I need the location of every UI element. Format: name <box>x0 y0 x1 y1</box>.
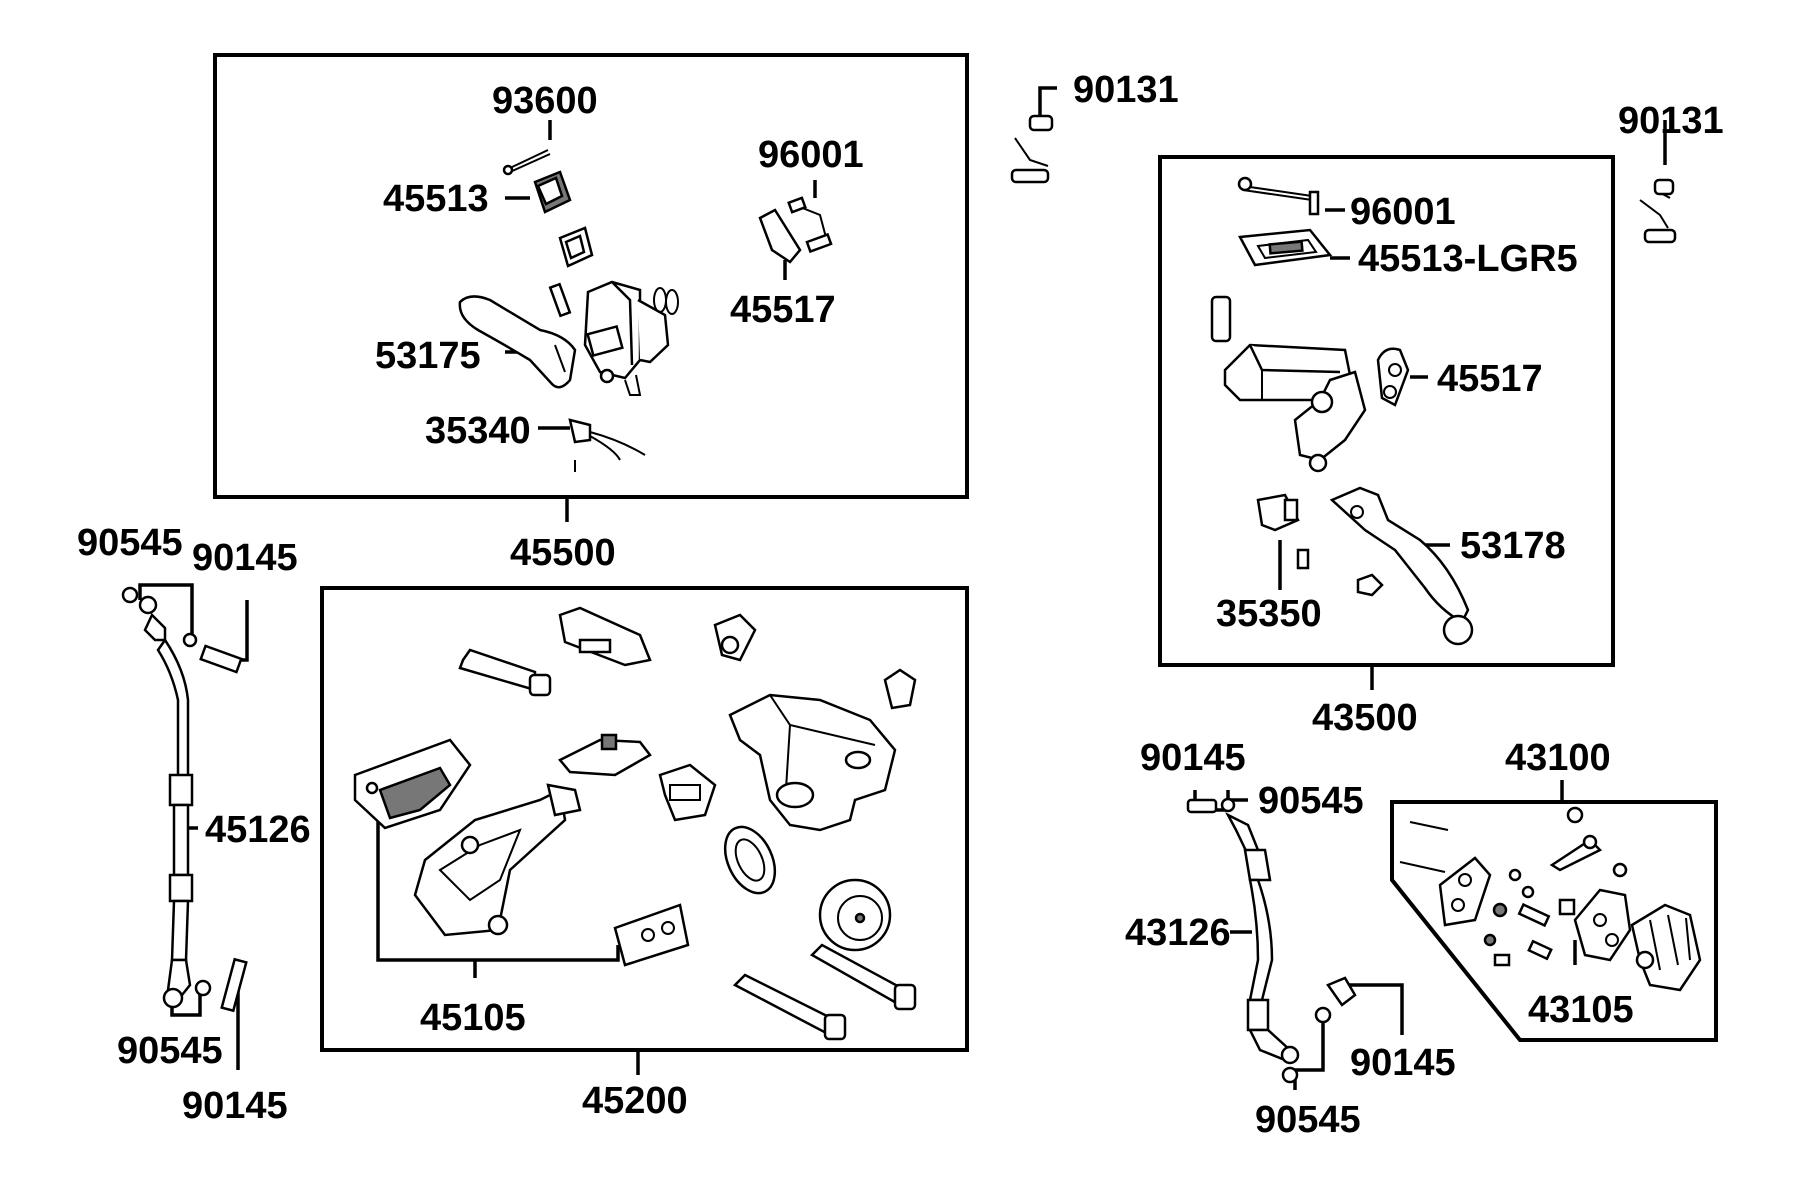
lever-53175-part <box>458 295 577 389</box>
label-43500[interactable]: 43500 <box>1312 697 1418 739</box>
slide-pins-part <box>732 943 917 1041</box>
group-90131-b: 90131 <box>1618 100 1724 244</box>
label-45513[interactable]: 45513 <box>383 178 489 220</box>
box-43500 <box>1158 155 1615 667</box>
label-45105[interactable]: 45105 <box>420 997 526 1039</box>
group-45500: 45500 93600 45513 96001 45517 <box>213 53 969 574</box>
clamp-45517-part <box>758 196 833 264</box>
screw-96001-b-part <box>1237 176 1320 216</box>
brake-pad-45105-a-part <box>353 738 472 830</box>
box-43100 <box>1390 800 1718 1042</box>
label-90131-b[interactable]: 90131 <box>1618 100 1724 142</box>
label-96001-b[interactable]: 96001 <box>1350 191 1456 233</box>
lever-53178-part <box>1329 486 1474 646</box>
label-90545-d[interactable]: 90545 <box>1255 1099 1361 1141</box>
box-45500 <box>213 53 969 499</box>
clamp-45517-b-part <box>1376 347 1410 407</box>
label-93600[interactable]: 93600 <box>492 80 598 122</box>
group-90131-a: 90131 <box>1010 69 1179 184</box>
hose-43126-part <box>1186 797 1357 1084</box>
label-90145-d[interactable]: 90145 <box>1350 1042 1456 1084</box>
group-43100: 43100 43105 <box>1390 737 1718 1042</box>
piston-seals-part <box>723 825 892 952</box>
brake-pad-45105-b-part <box>613 903 690 967</box>
master-cylinder-43500-part <box>1210 295 1367 473</box>
label-96001-a[interactable]: 96001 <box>758 134 864 176</box>
group-43500: 43500 96001 45513-LGR5 <box>1158 155 1615 739</box>
label-90131-a[interactable]: 90131 <box>1073 69 1179 111</box>
caliper-pins-part <box>458 606 652 697</box>
label-45200[interactable]: 45200 <box>582 1080 688 1122</box>
group-43126: 90145 90545 43126 90145 90545 <box>1125 737 1456 1141</box>
screw-93600-part <box>502 149 551 176</box>
label-53178[interactable]: 53178 <box>1460 525 1566 567</box>
label-45500[interactable]: 45500 <box>510 532 616 574</box>
label-45126[interactable]: 45126 <box>205 809 311 851</box>
label-43105[interactable]: 43105 <box>1528 989 1634 1031</box>
label-45517-b[interactable]: 45517 <box>1437 358 1543 400</box>
group-45200: 45200 45105 <box>320 586 969 1122</box>
switch-35350-part <box>1256 493 1310 570</box>
group-45126: 90545 90145 45126 90545 90145 <box>77 522 311 1127</box>
label-45513-lgr5[interactable]: 45513-LGR5 <box>1358 238 1578 280</box>
caliper-bracket-part <box>413 783 582 937</box>
label-35340[interactable]: 35340 <box>425 410 531 452</box>
label-90545-c[interactable]: 90545 <box>1258 780 1364 822</box>
label-90145-b[interactable]: 90145 <box>182 1085 288 1127</box>
rear-caliper-43100-part <box>1399 806 1702 992</box>
label-90545-a[interactable]: 90545 <box>77 522 183 564</box>
label-90145-c[interactable]: 90145 <box>1140 737 1246 779</box>
hose-45126-part <box>121 586 248 1013</box>
box-45200 <box>320 586 969 1052</box>
switch-35340-part <box>568 418 646 472</box>
label-35350[interactable]: 35350 <box>1216 593 1322 635</box>
label-90145-a[interactable]: 90145 <box>192 537 298 579</box>
label-53175[interactable]: 53175 <box>375 335 481 377</box>
label-43100[interactable]: 43100 <box>1505 737 1611 779</box>
caliper-clips-part <box>558 733 717 822</box>
bolt-90131-a-part <box>1010 114 1054 184</box>
label-90545-b[interactable]: 90545 <box>117 1030 223 1072</box>
cap-45513-lgr5-part <box>1238 228 1333 267</box>
label-43126[interactable]: 43126 <box>1125 912 1231 954</box>
caliper-body-part <box>713 613 917 832</box>
label-45517-a[interactable]: 45517 <box>730 289 836 331</box>
master-cylinder-45500-part <box>548 280 679 396</box>
cap-45513-part <box>533 170 594 268</box>
bolt-90131-b-part <box>1639 178 1677 244</box>
